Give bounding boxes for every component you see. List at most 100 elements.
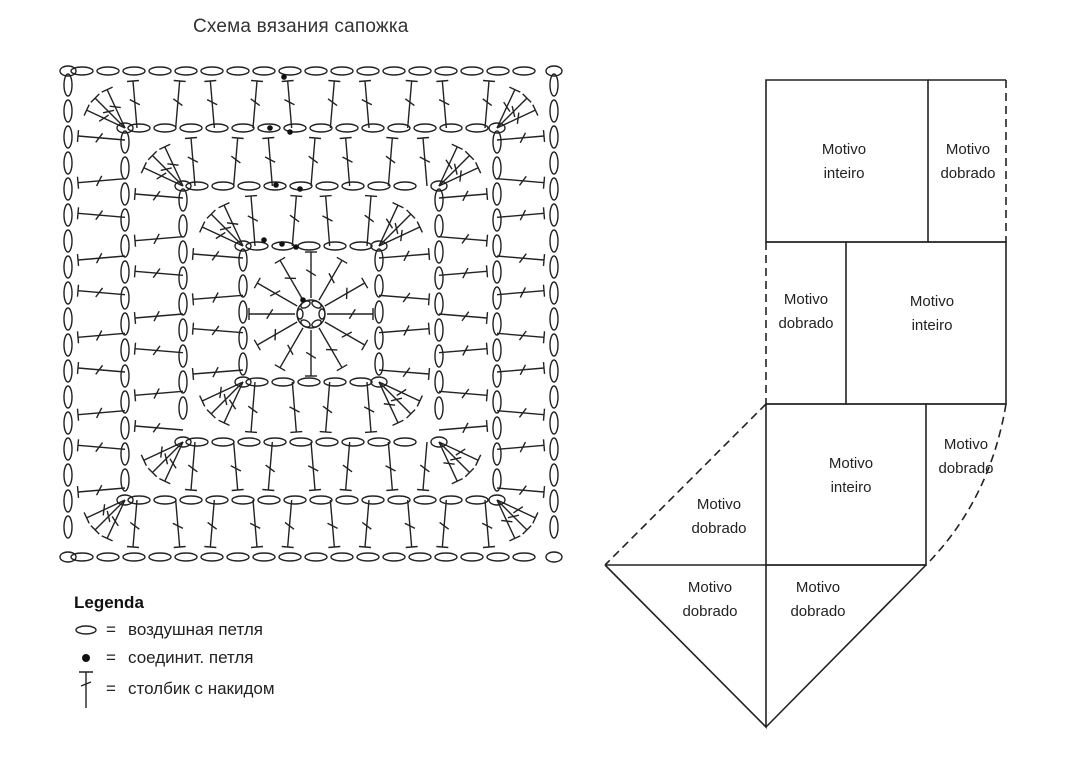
double-crochet-stitch xyxy=(106,499,126,539)
round-3-chain xyxy=(120,286,130,310)
double-crochet-top xyxy=(464,150,475,161)
corner-chain xyxy=(545,65,563,77)
double-crochet-stitch xyxy=(378,253,430,259)
double-crochet-top xyxy=(532,104,539,116)
corner-chain xyxy=(234,376,252,388)
double-crochet-stitch xyxy=(496,499,536,519)
round-4-chain xyxy=(63,203,73,227)
double-crochet-stitch xyxy=(378,226,421,247)
double-crochet-top xyxy=(281,79,294,83)
double-crochet-bar xyxy=(95,132,104,143)
round-3-chain xyxy=(120,364,130,388)
double-crochet-stitch xyxy=(77,255,126,261)
round-3-chain xyxy=(492,468,502,492)
plan-bottom-right-triangle xyxy=(765,564,927,728)
double-crochet-stitch xyxy=(192,253,244,259)
double-crochet-stitch xyxy=(364,80,370,129)
double-crochet-stitch xyxy=(438,313,488,319)
double-crochet-bar xyxy=(462,267,469,279)
double-crochet-stitch xyxy=(378,294,430,301)
double-crochet-bar xyxy=(152,268,161,279)
double-crochet-bar xyxy=(390,397,403,402)
double-crochet-top xyxy=(386,488,399,492)
round-4-chain xyxy=(382,66,406,76)
double-crochet-bar xyxy=(98,114,110,122)
double-crochet-top xyxy=(485,419,489,433)
round-4-chain xyxy=(512,66,536,76)
round-3-chain xyxy=(127,495,151,505)
double-crochet-stitch xyxy=(422,441,428,491)
granny-square-chart xyxy=(59,65,563,563)
double-crochet-top xyxy=(101,535,113,542)
double-crochet-bar xyxy=(212,366,219,378)
round-3-chain xyxy=(492,156,502,180)
double-crochet-stitch xyxy=(134,390,184,397)
double-crochet-top xyxy=(262,488,275,492)
corner-chain xyxy=(488,122,506,134)
slip-stitch-dot xyxy=(287,129,293,135)
double-crochet-stitch xyxy=(77,487,126,493)
round-1-chain xyxy=(374,352,384,376)
double-crochet-bar xyxy=(341,331,353,338)
double-crochet-stitch xyxy=(174,499,181,548)
round-4-chain xyxy=(549,385,559,409)
double-crochet-bar xyxy=(219,386,222,399)
double-crochet-top xyxy=(133,419,137,433)
double-crochet-bar xyxy=(400,229,403,242)
double-crochet-bar xyxy=(402,367,411,378)
double-crochet-top xyxy=(485,311,489,325)
round-3-chain xyxy=(492,130,502,154)
double-crochet-top xyxy=(485,265,489,278)
round-4-chain xyxy=(63,489,73,513)
round-2-chain xyxy=(434,292,444,316)
double-crochet-stitch xyxy=(267,441,274,491)
double-crochet-bar xyxy=(461,388,470,399)
double-crochet-bar xyxy=(519,209,527,221)
double-crochet-bar xyxy=(394,222,399,235)
double-crochet-top xyxy=(485,187,489,201)
round-4-chain xyxy=(122,552,146,562)
double-crochet-top xyxy=(231,136,244,140)
double-crochet-bar xyxy=(247,405,258,414)
double-crochet-bar xyxy=(348,308,356,320)
double-crochet-stitch xyxy=(366,195,372,247)
double-crochet-bar xyxy=(519,441,527,453)
round-3-chain xyxy=(120,182,130,206)
double-crochet-bar xyxy=(95,252,103,264)
round-4-chain xyxy=(148,552,172,562)
double-crochet-stitch xyxy=(106,89,126,129)
double-crochet-bar xyxy=(289,406,300,413)
double-crochet-top xyxy=(542,284,546,297)
round-1-chain xyxy=(323,241,347,251)
round-3-chain xyxy=(120,390,130,414)
double-crochet-top xyxy=(173,79,186,83)
double-crochet-stitch xyxy=(132,80,138,129)
double-crochet-stitch xyxy=(143,441,184,461)
corner-chain xyxy=(430,436,448,448)
slip-stitch-dot xyxy=(297,186,303,192)
double-crochet-bar xyxy=(95,210,104,221)
double-crochet-stitch xyxy=(209,80,216,129)
round-4-chain xyxy=(486,552,510,562)
double-crochet-stitch xyxy=(318,259,343,301)
double-crochet-top xyxy=(319,194,332,198)
slip-stitch-dot xyxy=(293,244,299,250)
double-crochet-top xyxy=(133,187,137,201)
double-crochet-stitch xyxy=(134,425,184,431)
double-crochet-top xyxy=(364,430,378,434)
round-4-chain xyxy=(460,552,484,562)
round-2-chain xyxy=(434,344,444,368)
double-crochet-bar xyxy=(129,521,140,530)
double-crochet-bar xyxy=(385,218,394,229)
double-crochet-bar xyxy=(230,465,242,472)
double-crochet-top xyxy=(126,79,140,83)
double-crochet-bar xyxy=(95,484,103,496)
double-crochet-bar xyxy=(212,292,219,303)
round-3-chain xyxy=(283,495,307,505)
double-crochet-stitch xyxy=(422,137,428,187)
double-crochet-bar xyxy=(322,215,333,222)
round-3-chain xyxy=(120,234,130,258)
double-crochet-top xyxy=(308,488,322,492)
double-crochet-stitch xyxy=(406,80,413,129)
round-4-chain xyxy=(63,281,73,305)
